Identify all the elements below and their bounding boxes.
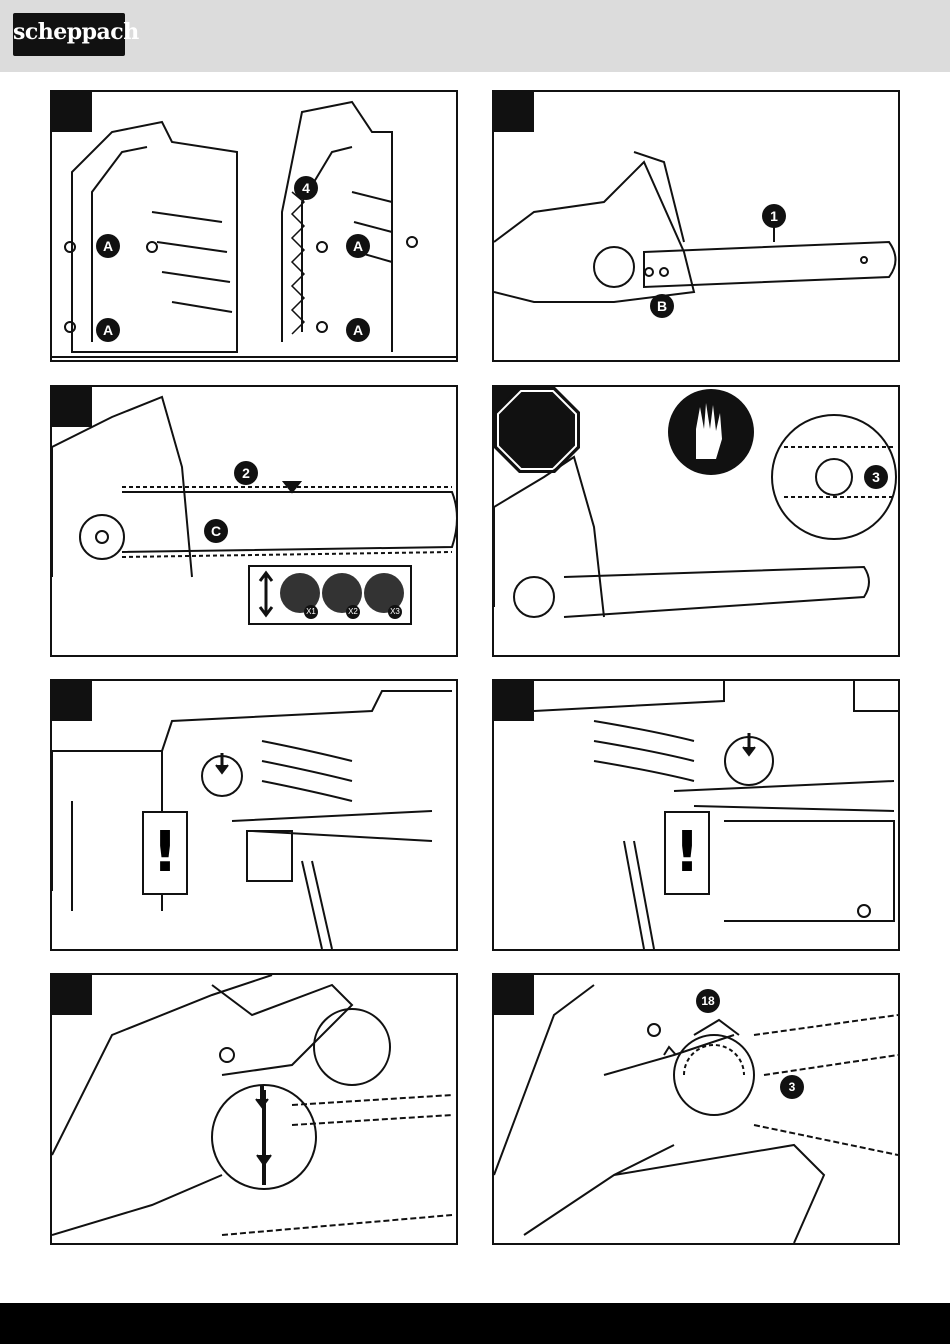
oil-tank-illustration: [52, 681, 456, 949]
figure-panel-3: 2 C X1 X2 X3: [50, 385, 458, 657]
oil-cap-illustration: [52, 975, 456, 1243]
callout-label: 3: [864, 465, 888, 489]
tension-label: X1: [304, 605, 318, 619]
warning-sign: !: [142, 811, 188, 895]
tension-label: X3: [388, 605, 402, 619]
figure-panel-2: 1 B: [492, 90, 900, 362]
guide-bar-illustration: [494, 92, 898, 360]
up-down-arrow-icon: [256, 569, 276, 619]
header-bar: scheppach: [0, 0, 950, 72]
callout-label: A: [346, 318, 370, 342]
figure-panel-8: 18 3: [492, 973, 900, 1245]
figure-panel-1: A A 4 A A: [50, 90, 458, 362]
callout-label: 18: [696, 989, 720, 1013]
oil-cap-open-illustration: [494, 975, 898, 1243]
callout-label: 3: [780, 1075, 804, 1099]
tension-label: X2: [346, 605, 360, 619]
chain-tension-inset: X1 X2 X3: [248, 565, 412, 625]
callout-label: 4: [294, 176, 318, 200]
figure-panel-5: !: [50, 679, 458, 951]
callout-label: A: [96, 234, 120, 258]
chain-saw-illustration: [494, 387, 898, 655]
callout-label: 2: [234, 461, 258, 485]
figure-panel-7: [50, 973, 458, 1245]
footer-bar: [0, 1303, 950, 1344]
warning-sign: !: [664, 811, 710, 895]
callout-label: A: [346, 234, 370, 258]
callout-label: 1: [762, 204, 786, 228]
callout-label: A: [96, 318, 120, 342]
callout-label: B: [650, 294, 674, 318]
figure-panel-6: !: [492, 679, 900, 951]
figure-panel-4: STOP 3: [492, 385, 900, 657]
brand-logo-text: scheppach: [13, 19, 125, 45]
brand-logo: scheppach: [13, 13, 125, 56]
callout-label: C: [204, 519, 228, 543]
